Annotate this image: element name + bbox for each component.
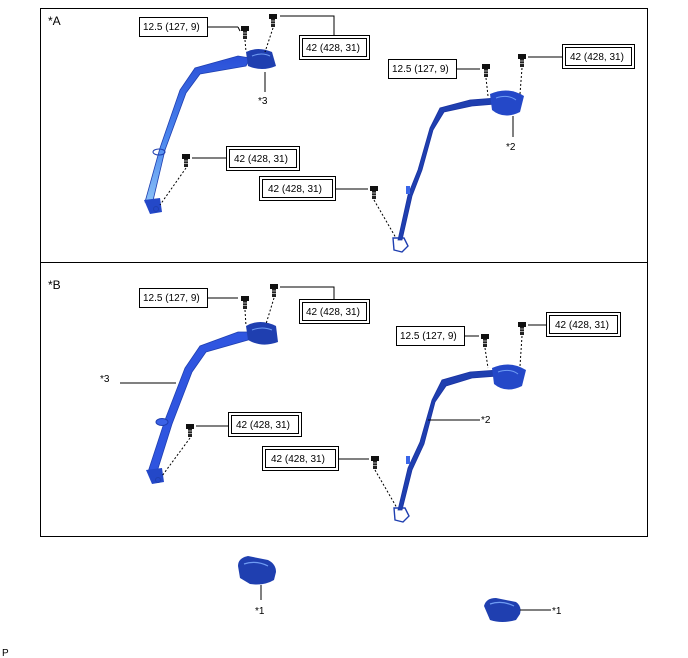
bolt-a-top-large: [268, 13, 278, 28]
svg-text:12.5 (127, 9): 12.5 (127, 9): [392, 64, 449, 75]
svg-text:12.5 (127, 9): 12.5 (127, 9): [400, 331, 457, 342]
part-label-b-3: *3: [100, 374, 110, 385]
svg-text:42 (428, 31): 42 (428, 31): [234, 154, 288, 165]
svg-text:12.5 (127, 9): 12.5 (127, 9): [143, 293, 200, 304]
part-label-a-3: *3: [258, 96, 268, 107]
part-label-a-2: *2: [506, 142, 516, 153]
panel-a-view-label: *A: [48, 14, 61, 28]
part-label-bottom-left: *1: [255, 606, 265, 617]
panel-b-view-label: *B: [48, 278, 61, 292]
svg-text:42 (428, 31): 42 (428, 31): [555, 320, 609, 331]
bolt-b-right-anchor: [370, 455, 380, 470]
panel-b: *B 12.5: [40, 262, 648, 537]
part-label-b-2: *2: [481, 415, 491, 426]
part-label-bottom-right: *1: [552, 606, 562, 617]
callout-a-right-large: 42 (428, 31): [528, 44, 635, 69]
callout-b-right-anchor: 42 (428, 31): [262, 446, 369, 471]
svg-text:42 (428, 31): 42 (428, 31): [268, 184, 322, 195]
footer-mark: P: [2, 648, 9, 658]
bolt-a-top-small: [240, 25, 250, 40]
left-seat-belt-a: [144, 49, 276, 214]
bottom-part-right: *1: [484, 598, 562, 622]
right-seat-belt-a: [392, 90, 524, 253]
callout-a-right-small: 12.5 (127, 9): [388, 59, 480, 79]
right-seat-belt-b: [393, 364, 526, 523]
callout-b-top-left-large: 42 (428, 31): [280, 286, 370, 324]
panel-b-frame: [40, 262, 648, 537]
bolt-b-right-small: [480, 333, 490, 348]
bolt-a-right-anchor: [369, 185, 379, 200]
callout-a-top-left-small: 12.5 (127, 9): [139, 17, 241, 37]
bolt-b-top-small: [240, 295, 250, 310]
svg-text:42 (428, 31): 42 (428, 31): [271, 454, 325, 465]
svg-text:42 (428, 31): 42 (428, 31): [236, 420, 290, 431]
svg-text:42 (428, 31): 42 (428, 31): [306, 43, 360, 54]
callout-b-top-left-small: 12.5 (127, 9): [139, 288, 238, 308]
left-seat-belt-b: [146, 322, 278, 484]
bolt-b-top-large: [269, 283, 279, 298]
panel-a: *A 12.5: [40, 8, 648, 263]
bolt-a-right-large: [517, 53, 527, 68]
svg-text:42 (428, 31): 42 (428, 31): [306, 307, 360, 318]
bolt-b-right-large: [517, 321, 527, 336]
callout-a-lower-anchor: 42 (428, 31): [192, 146, 300, 171]
svg-text:42 (428, 31): 42 (428, 31): [570, 52, 624, 63]
callout-a-top-left-large: 42 (428, 31): [280, 15, 370, 60]
callout-b-lower-anchor: 42 (428, 31): [196, 412, 302, 437]
bolt-a-lower-anchor: [181, 153, 191, 168]
bolt-a-right-small: [481, 63, 491, 78]
bottom-part-left: *1: [238, 556, 276, 617]
svg-text:12.5 (127, 9): 12.5 (127, 9): [143, 22, 200, 33]
callout-b-right-small: 12.5 (127, 9): [396, 326, 479, 346]
callout-a-right-anchor: 42 (428, 31): [259, 176, 368, 201]
bolt-b-lower-anchor: [185, 423, 195, 438]
callout-b-right-large: 42 (428, 31): [528, 312, 621, 337]
